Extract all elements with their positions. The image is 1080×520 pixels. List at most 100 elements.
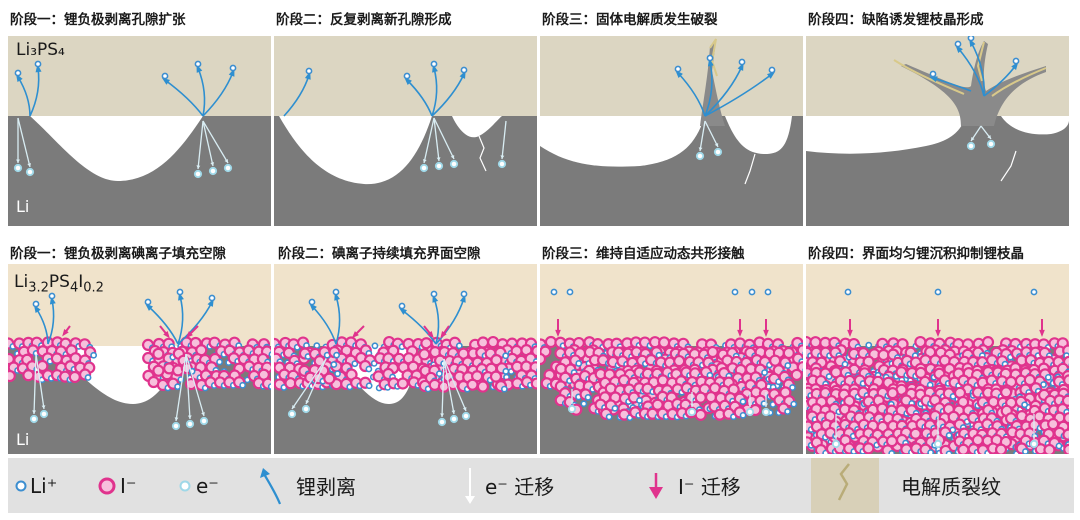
legend-stripping-label: 锂剥离 (296, 475, 356, 499)
li-ion-icon (14, 69, 22, 77)
li-ion-icon (161, 72, 169, 80)
li-ion-icon (605, 413, 613, 421)
electron-icon (567, 404, 577, 414)
li-ion-icon (550, 288, 558, 296)
li-ion-icon (334, 370, 341, 378)
electron-icon (199, 416, 209, 426)
i-ion-icon (8, 369, 16, 383)
li-ion-icon (967, 36, 975, 42)
stripping-arrow-icon (957, 47, 985, 97)
electron-migration-arrow-icon (704, 120, 719, 148)
electron-icon (761, 407, 771, 417)
li-ion-icon (739, 411, 747, 419)
i-ion-icon (790, 368, 803, 382)
i-ion-icon (769, 354, 782, 367)
li-ion-icon (500, 385, 508, 393)
li-ion-icon (32, 300, 40, 308)
li-ion-icon (636, 397, 643, 404)
i-ion-icon (1062, 428, 1069, 441)
i-migration-arrow-icon (649, 472, 663, 499)
electron-icon (831, 439, 841, 449)
electron-icon (745, 407, 755, 417)
stripping-arrow-icon (29, 67, 40, 117)
electron-migration-arrow-icon (202, 120, 214, 167)
row2-panel-2 (274, 264, 537, 454)
legend-electron: e⁻ (178, 458, 219, 513)
electron-icon (434, 161, 444, 171)
electron-icon (419, 163, 429, 173)
li-ion-icon (332, 288, 340, 296)
electron-migration-arrow-icon (443, 358, 467, 412)
i-ion-icon (957, 443, 970, 454)
stripping-arrow-icon (311, 305, 337, 345)
electron-icon (713, 147, 723, 157)
li-ion-icon (768, 66, 776, 74)
li-ion-icon (1030, 288, 1038, 296)
row1-panel-4 (806, 36, 1069, 226)
electron-icon (29, 414, 39, 424)
i-ion-icon (658, 336, 671, 349)
i-ion-icon (490, 353, 503, 367)
stripping-arrow-icon (260, 467, 282, 504)
electron-icon (179, 480, 191, 491)
li-ion-icon (90, 351, 98, 359)
i-ion-icon (489, 370, 503, 383)
i-ion-icon (1063, 374, 1069, 387)
li-ion-icon (333, 351, 340, 359)
electron-migration-arrow-icon (185, 353, 205, 417)
legend-bar: Li⁺ I⁻ e⁻ 锂剥离 e⁻ 迁移 I⁻ 迁移 电解质裂纹 (8, 458, 1074, 513)
legend-e-migration-label: e⁻ 迁移 (485, 475, 555, 499)
stripping-arrow-icon (704, 61, 713, 117)
row1-title-3: 阶段三：固体电解质发生破裂 (542, 12, 718, 28)
li-ion-icon (738, 58, 746, 66)
li-ion-icon (945, 450, 953, 454)
li-ion-icon (268, 351, 271, 358)
i-ion-icon (877, 348, 890, 362)
li-ion-icon (575, 360, 583, 367)
li-ion-icon (174, 383, 182, 391)
li-ion-icon (865, 341, 873, 349)
electron-icon (193, 169, 203, 179)
i-ion-icon (152, 347, 165, 361)
li-ion-icon (929, 70, 937, 78)
electron-icon (986, 139, 996, 149)
legend-i-migration: I⁻ 迁移 (648, 458, 741, 513)
li-ion-icon (784, 362, 792, 369)
stripping-arrow-icon (433, 297, 440, 345)
electron-icon (208, 166, 218, 176)
i-ion-icon (994, 443, 1008, 454)
li-ion-icon (15, 480, 27, 491)
i-ion-icon (1061, 394, 1069, 407)
li-ion-icon (435, 370, 443, 378)
li-ion-icon (784, 408, 791, 415)
li-ion-icon (239, 381, 247, 389)
electron-icon (687, 407, 697, 417)
li-ion-icon (398, 302, 406, 310)
stripping-arrow-icon (197, 67, 206, 117)
li-ion-icon (144, 298, 152, 306)
row2-panel-4 (806, 264, 1069, 454)
electron-icon (449, 414, 459, 424)
li-ion-icon (584, 394, 592, 401)
li-ion-icon (502, 367, 510, 375)
i-ion-icon (396, 377, 409, 390)
electron-migration-arrow-icon (305, 358, 327, 405)
i-ion-icon (476, 380, 489, 393)
electron-icon (437, 417, 447, 427)
legend-li-ion: Li⁺ (14, 458, 57, 513)
i-ion-icon (476, 336, 490, 349)
li-ion-icon (841, 360, 849, 368)
li-ion-icon (365, 365, 373, 373)
i-ion-icon (68, 370, 81, 384)
row1-anode-label: Li (16, 197, 30, 216)
li-ion-icon (611, 404, 619, 412)
i-ion-icon (1043, 443, 1056, 454)
li-ion-icon (674, 65, 682, 73)
electron-icon (966, 141, 976, 151)
li-ion-icon (761, 369, 768, 377)
electron-icon (695, 151, 705, 161)
electron-migration-arrow-icon (433, 117, 440, 162)
stripping-arrow-icon (401, 309, 437, 345)
electron-migration-arrow-icon (291, 358, 327, 410)
electron-migration-arrow-icon (699, 120, 706, 152)
